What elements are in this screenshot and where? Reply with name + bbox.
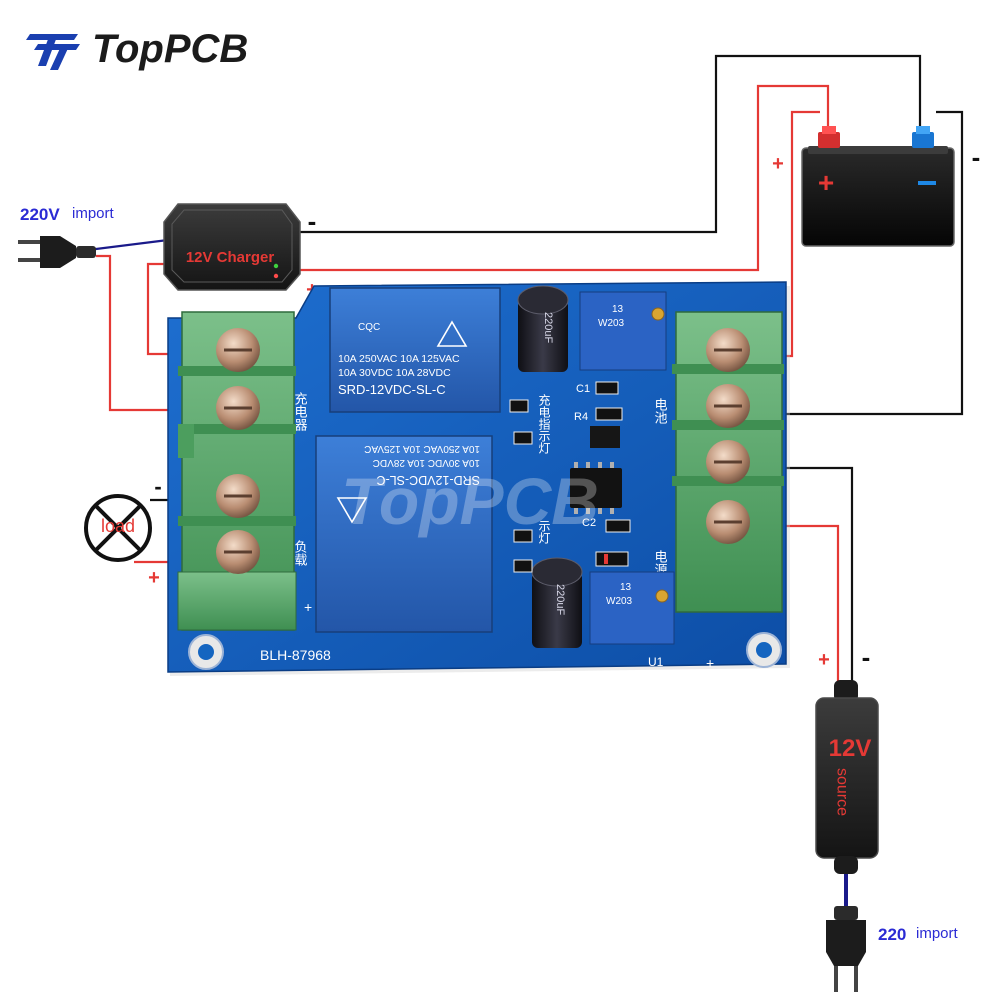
screw-right-3 <box>706 440 750 484</box>
battery-negative-terminal <box>912 126 934 148</box>
relay-top-rating1: 10A 250VAC 10A 125VAC <box>338 353 460 365</box>
charger: 12V Charger <box>163 203 301 291</box>
pcb-board: BLH-87968 充电器 负载 + 充电指示灯 示灯 电池 电源 + U1 C… <box>167 281 790 676</box>
silk-load-plus: + <box>304 599 312 615</box>
ic-chip <box>570 462 622 514</box>
relay-top: CQC 10A 250VAC 10A 125VAC 10A 30VDC 10A … <box>329 287 501 413</box>
wire-battery-positive-board <box>784 110 820 358</box>
silk-load: 负载 <box>293 540 308 567</box>
smd-components <box>509 381 631 573</box>
screw-right-4 <box>706 500 750 544</box>
capacitor-bottom: 220uF <box>531 557 583 648</box>
ref-u1: U1 <box>648 655 664 669</box>
load-lamp-icon: load <box>84 494 152 562</box>
relay-bottom-rating1: 10A 30VDC 10A 28VDC <box>373 457 480 468</box>
silk-source: 电源 <box>653 550 668 576</box>
load-minus-mark: - <box>154 474 161 499</box>
relay-top-part: SRD-12VDC-SL-C <box>338 382 446 397</box>
pot-bottom-code: W203 <box>606 596 633 607</box>
load-label: load <box>101 516 135 536</box>
wire-source-negative <box>784 466 854 690</box>
capacitor-top-value: 220uF <box>542 312 554 343</box>
source-plus-mark: + <box>818 649 830 671</box>
relay-top-brand: CQC <box>358 322 380 333</box>
load-plus-mark: + <box>148 567 160 589</box>
source-voltage-label: 12V <box>829 735 872 762</box>
screw-right-2 <box>706 384 750 428</box>
relay-bottom: SRD-12VDC-SL-C 10A 30VDC 10A 28VDC 10A 2… <box>315 435 493 633</box>
screw-left-3 <box>216 474 260 518</box>
ref-c2: C2 <box>582 517 596 529</box>
charger-minus-mark: - <box>308 206 317 236</box>
wire-source-positive <box>784 524 840 690</box>
brand-name: TopPCB <box>92 27 248 71</box>
relay-bottom-part: SRD-12VDC-SL-C <box>377 473 481 487</box>
board-model: BLH-87968 <box>260 647 331 663</box>
wire-plug-to-board <box>96 254 196 412</box>
pot-top-num: 13 <box>612 304 624 315</box>
relay-bottom-warning-icon <box>336 497 368 524</box>
battery-plus-outside-mark: + <box>772 153 784 175</box>
potentiometer-bottom: 13 W203 <box>589 571 675 645</box>
input-220-unit: import <box>916 925 959 942</box>
battery-positive-terminal <box>818 126 840 148</box>
wire-battery-negative-board <box>784 110 964 416</box>
power-plug-icon <box>18 236 96 268</box>
power-source-adapter: 12V source <box>815 680 879 874</box>
ref-c1: C1 <box>576 383 590 395</box>
silk-source-plus: + <box>706 655 714 671</box>
silk-indicator-2: 示灯 <box>537 520 551 545</box>
relay-warning-icon <box>436 320 468 347</box>
silk-indicator: 充电指示灯 <box>537 393 551 455</box>
pot-bottom-num: 13 <box>620 582 632 593</box>
power-plug-bottom-icon <box>826 906 866 992</box>
battery-minus-mark <box>918 181 936 185</box>
battery: + <box>801 126 955 247</box>
potentiometer-top: 13 W203 <box>579 291 667 371</box>
wire-charger-positive <box>290 84 830 272</box>
battery-plus-mark: + <box>818 167 834 198</box>
watermark: TopPCB <box>341 464 599 538</box>
screw-left-1 <box>216 328 260 372</box>
charger-label: 12V Charger <box>186 249 275 266</box>
screw-right-1 <box>706 328 750 372</box>
brand-logo: TopPCB <box>26 27 248 71</box>
input-220v-unit: import <box>72 205 115 222</box>
mount-hole-right <box>746 632 782 668</box>
input-220v-value: 220V <box>20 205 60 224</box>
source-word-label: source <box>834 768 851 816</box>
silk-battery: 电池 <box>653 398 668 424</box>
screw-left-4 <box>216 530 260 574</box>
capacitor-top: 220uF <box>517 285 569 372</box>
relay-top-rating2: 10A 30VDC 10A 28VDC <box>338 367 451 379</box>
input-220-value: 220 <box>878 925 906 944</box>
logo-mark-icon <box>26 34 80 70</box>
mount-hole-left <box>188 634 224 670</box>
relay-bottom-rating2: 10A 250VAC 10A 125VAC <box>364 443 480 454</box>
capacitor-bottom-value: 220uF <box>554 584 566 615</box>
pot-top-code: W203 <box>598 318 625 329</box>
battery-minus-outside-mark: - <box>972 142 981 172</box>
silk-charger: 充电器 <box>293 391 308 432</box>
source-minus-mark: - <box>862 642 871 672</box>
ref-r4: R4 <box>574 411 588 423</box>
wire-charger-negative <box>298 54 922 234</box>
screw-left-2 <box>216 386 260 430</box>
